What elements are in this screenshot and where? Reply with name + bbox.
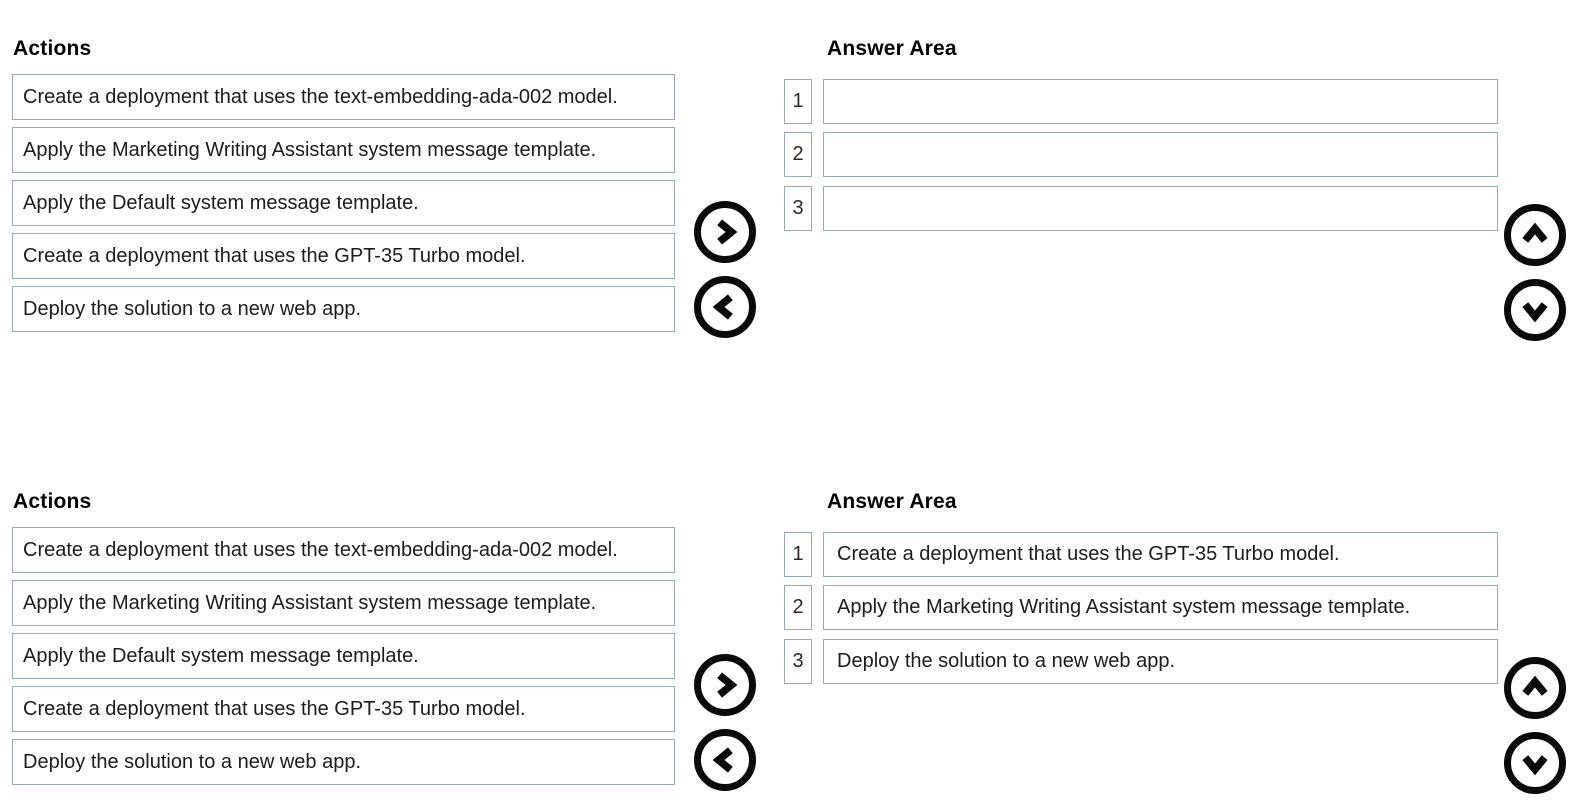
move-right-button[interactable] <box>694 201 756 263</box>
answer-area-heading: Answer Area <box>827 490 957 513</box>
slot-number: 1 <box>784 79 812 124</box>
action-item[interactable]: Create a deployment that uses the text-e… <box>12 527 675 573</box>
action-item[interactable]: Deploy the solution to a new web app. <box>12 739 675 785</box>
chevron-down-icon <box>1522 755 1548 776</box>
answer-slot[interactable] <box>823 132 1498 177</box>
answer-panel: Actions Answer Area Create a deployment … <box>0 453 1594 812</box>
chevron-right-icon <box>717 672 738 698</box>
chevron-up-icon <box>1522 675 1548 696</box>
chevron-up-icon <box>1522 222 1548 243</box>
move-down-button[interactable] <box>1504 732 1566 794</box>
answer-slot[interactable]: Deploy the solution to a new web app. <box>823 639 1498 684</box>
action-item[interactable]: Apply the Default system message templat… <box>12 633 675 679</box>
slot-number: 2 <box>784 132 812 177</box>
question-panel: Actions Answer Area Create a deployment … <box>12 37 1566 341</box>
actions-heading: Actions <box>13 490 92 513</box>
action-item[interactable]: Create a deployment that uses the GPT-35… <box>12 686 675 732</box>
move-left-button[interactable] <box>694 276 756 338</box>
chevron-left-icon <box>712 294 733 320</box>
answer-area-heading: Answer Area <box>827 37 957 60</box>
action-item[interactable]: Apply the Marketing Writing Assistant sy… <box>12 127 675 173</box>
chevron-left-icon <box>712 747 733 773</box>
answer-slot[interactable] <box>823 79 1498 124</box>
action-item[interactable]: Deploy the solution to a new web app. <box>12 286 675 332</box>
move-left-button[interactable] <box>694 729 756 791</box>
answer-slot[interactable]: Apply the Marketing Writing Assistant sy… <box>823 585 1498 630</box>
action-item[interactable]: Apply the Default system message templat… <box>12 180 675 226</box>
slot-number: 3 <box>784 639 812 684</box>
action-item[interactable]: Create a deployment that uses the text-e… <box>12 74 675 120</box>
move-up-button[interactable] <box>1504 204 1566 266</box>
move-right-button[interactable] <box>694 654 756 716</box>
actions-heading: Actions <box>13 37 92 60</box>
slot-number: 1 <box>784 532 812 577</box>
move-down-button[interactable] <box>1504 279 1566 341</box>
chevron-down-icon <box>1522 302 1548 323</box>
answer-slot[interactable]: Create a deployment that uses the GPT-35… <box>823 532 1498 577</box>
action-item[interactable]: Create a deployment that uses the GPT-35… <box>12 233 675 279</box>
action-item[interactable]: Apply the Marketing Writing Assistant sy… <box>12 580 675 626</box>
chevron-right-icon <box>717 219 738 245</box>
slot-number: 2 <box>784 585 812 630</box>
answer-slot[interactable] <box>823 186 1498 231</box>
move-up-button[interactable] <box>1504 657 1566 719</box>
slot-number: 3 <box>784 186 812 231</box>
